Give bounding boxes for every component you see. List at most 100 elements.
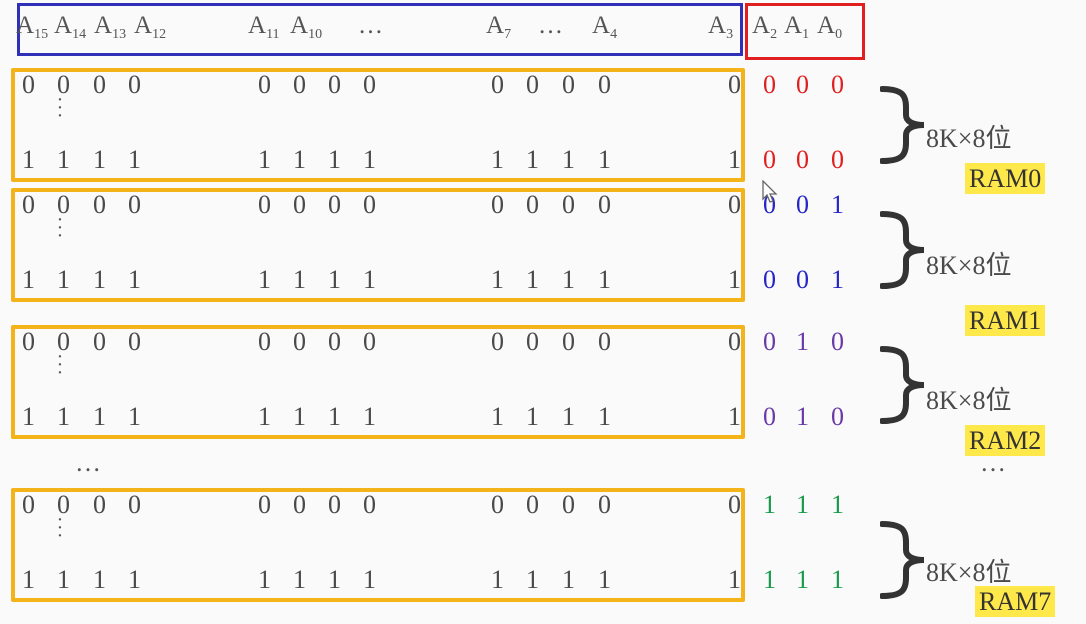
addr-line-a7-sub: 7	[504, 27, 512, 42]
ram1-end-low-bit-0: 0	[763, 265, 776, 294]
header-ellipsis-2: …	[538, 12, 563, 39]
addr-line-a11: A11	[248, 12, 280, 43]
ram1-capacity-label: 8K×8位	[926, 251, 1012, 280]
addr-line-a7: A7	[486, 12, 511, 43]
ram0-start-low-bit-0: 0	[763, 70, 776, 99]
ram1-start-low-bit-2: 1	[831, 190, 844, 219]
ram2-end-low-bit-1: 1	[796, 402, 809, 431]
ram7-start-bit-7: 0	[363, 490, 376, 519]
ram2-start-bit-4: 0	[258, 327, 271, 356]
curly-brace-icon	[880, 521, 925, 599]
ram1-end-bit-4: 1	[258, 265, 271, 294]
ram7-start-bit-3: 0	[128, 490, 141, 519]
ram1-start-bit-3: 0	[128, 190, 141, 219]
ram7-vertical-dots: ···	[56, 509, 64, 547]
ram7-start-bit-0: 0	[22, 490, 35, 519]
ram1-end-bit-10: 1	[562, 265, 575, 294]
ram7-end-bit-4: 1	[258, 565, 271, 594]
ram1-start-bit-7: 0	[363, 190, 376, 219]
ram2-start-low-bit-2: 0	[831, 327, 844, 356]
ram0-end-bit-10: 1	[562, 145, 575, 174]
ram2-start-bit-6: 0	[328, 327, 341, 356]
addr-line-a4-base: A	[592, 12, 611, 39]
addr-line-a13: A13	[94, 12, 126, 43]
addr-line-a11-base: A	[248, 12, 267, 39]
ram2-end-bit-0: 1	[22, 402, 35, 431]
ram0-vertical-dots: ···	[56, 89, 64, 127]
ram7-start-bit-9: 0	[526, 490, 539, 519]
ram1-end-bit-a3: 1	[728, 267, 741, 293]
ram7-end-bit-9: 1	[526, 565, 539, 594]
ram0-end-bit-2: 1	[93, 145, 106, 174]
ram2-start-low-bit-0: 0	[763, 327, 776, 356]
ram0-start-bit-0: 0	[22, 70, 35, 99]
ram7-start-bit-8: 0	[491, 490, 504, 519]
chip-label-ram2: RAM2	[965, 425, 1046, 456]
ram2-end-bit-4: 1	[258, 402, 271, 431]
ram2-end-bit-11: 1	[598, 402, 611, 431]
ram7-capacity-label: 8K×8位	[926, 558, 1012, 587]
ram2-start-bit-5: 0	[293, 327, 306, 356]
ram7-end-bit-7: 1	[363, 565, 376, 594]
ram1-start-bit-2: 0	[93, 190, 106, 219]
ram0-end-bit-4: 1	[258, 145, 271, 174]
ram2-end-bit-6: 1	[328, 402, 341, 431]
ram0-end-bit-3: 1	[128, 145, 141, 174]
ram1-vertical-dots: ···	[56, 209, 64, 247]
addr-line-a13-base: A	[94, 12, 113, 39]
ram2-start-low-bit-1: 1	[796, 327, 809, 356]
ram0-start-bit-11: 0	[598, 70, 611, 99]
ram0-end-bit-9: 1	[526, 145, 539, 174]
ram0-start-bit-7: 0	[363, 70, 376, 99]
ram1-end-bit-6: 1	[328, 265, 341, 294]
ram0-end-bit-11: 1	[598, 145, 611, 174]
ram2-end-bit-5: 1	[293, 402, 306, 431]
addr-line-a14-base: A	[54, 12, 73, 39]
ram1-end-bit-7: 1	[363, 265, 376, 294]
ram0-start-low-bit-1: 0	[796, 70, 809, 99]
ram2-end-low-bit-2: 0	[831, 402, 844, 431]
addr-line-a3: A3	[708, 12, 733, 43]
ram2-start-bit-a3: 0	[728, 329, 741, 355]
ram7-start-bit-6: 0	[328, 490, 341, 519]
ram7-end-low-bit-1: 1	[796, 565, 809, 594]
ram1-start-bit-8: 0	[491, 190, 504, 219]
ram0-end-bit-6: 1	[328, 145, 341, 174]
ram1-end-bit-11: 1	[598, 265, 611, 294]
ram7-start-bit-5: 0	[293, 490, 306, 519]
ram7-end-low-bit-2: 1	[831, 565, 844, 594]
ram0-end-bit-a3: 1	[728, 147, 741, 173]
ram0-start-bit-4: 0	[258, 70, 271, 99]
ram0-start-bit-a3: 0	[728, 72, 741, 98]
ram1-end-bit-5: 1	[293, 265, 306, 294]
addr-line-a1: A1	[784, 12, 809, 43]
addr-line-a4: A4	[592, 12, 617, 43]
ram1-start-low-bit-0: 0	[763, 190, 776, 219]
ram2-end-bit-3: 1	[128, 402, 141, 431]
ram2-start-bit-7: 0	[363, 327, 376, 356]
chip-label-ram1: RAM1	[965, 305, 1046, 336]
ram0-end-bit-0: 1	[22, 145, 35, 174]
ram1-start-bit-0: 0	[22, 190, 35, 219]
addr-line-a15-base: A	[16, 12, 35, 39]
ram7-end-bit-10: 1	[562, 565, 575, 594]
ram7-start-low-bit-0: 1	[763, 490, 776, 519]
addr-line-a14-sub: 14	[72, 27, 87, 42]
chip-label-ram7: RAM7	[975, 586, 1056, 617]
ram1-end-bit-0: 1	[22, 265, 35, 294]
ram2-start-bit-2: 0	[93, 327, 106, 356]
ram0-end-low-bit-1: 0	[796, 145, 809, 174]
addr-line-a10-sub: 10	[308, 27, 323, 42]
ram0-end-bit-7: 1	[363, 145, 376, 174]
addr-line-a15-sub: 15	[34, 27, 49, 42]
ram1-end-bit-8: 1	[491, 265, 504, 294]
ram7-end-bit-1: 1	[57, 565, 70, 594]
ram7-end-bit-0: 1	[22, 565, 35, 594]
ram7-start-bit-10: 0	[562, 490, 575, 519]
ram1-start-bit-6: 0	[328, 190, 341, 219]
ram7-end-bit-6: 1	[328, 565, 341, 594]
addr-line-a0-sub: 0	[835, 27, 843, 42]
high-address-box	[17, 3, 743, 56]
ram2-capacity-label: 8K×8位	[926, 386, 1012, 415]
ram2-end-bit-8: 1	[491, 402, 504, 431]
